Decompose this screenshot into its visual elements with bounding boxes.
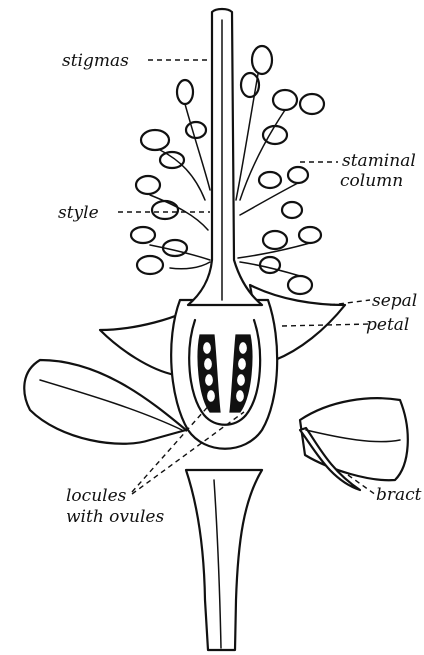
label-petal: petal [366,315,409,335]
ovule [235,389,245,403]
left-outer-sepal [24,360,186,444]
ovary-wall [171,300,277,449]
label-style: style [58,203,99,223]
ovule [238,341,248,355]
ovule [206,389,216,403]
pedicel [186,470,262,650]
ovule [237,357,247,371]
ovule [203,357,213,371]
anther-cluster-right [236,46,324,294]
style-column [188,9,262,305]
label-bract: bract [376,485,422,505]
ovule [204,373,214,387]
label-sepal: sepal [372,291,417,311]
label-staminal-column-line2: column [340,171,403,191]
anther-cluster-left [131,80,210,274]
label-locules-line1: locules [66,486,127,506]
label-staminal-column-line1: staminal [342,151,416,171]
ovule [236,373,246,387]
label-stigmas: stigmas [62,51,129,71]
ovule [202,341,212,355]
label-locules-line2: with ovules [66,507,164,527]
